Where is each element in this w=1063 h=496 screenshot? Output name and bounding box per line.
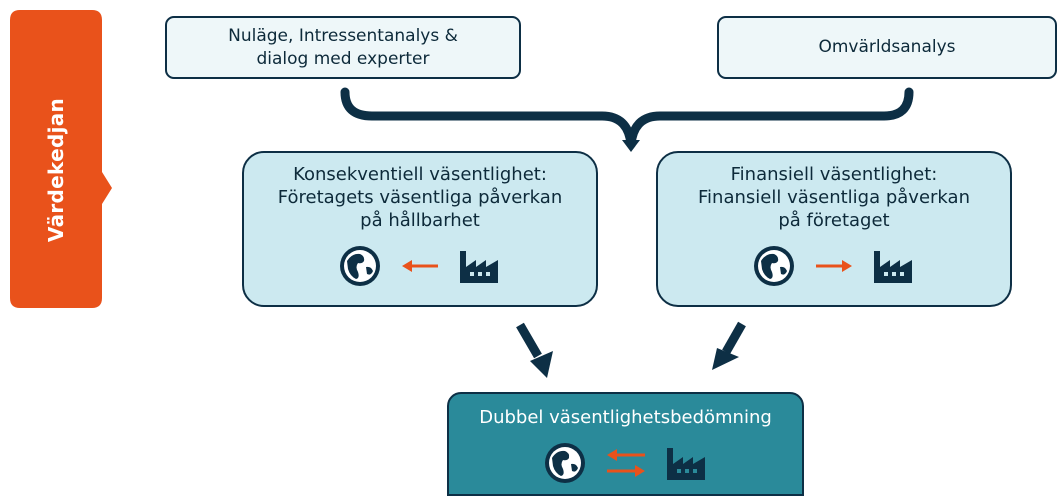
left-down-arrow-shaft: [516, 322, 542, 359]
factory-icon: [874, 251, 912, 283]
arrow-left-icon: [402, 260, 438, 272]
double-materiality-icons: [543, 441, 709, 485]
current-state-analysis-box: Nuläge, Intressentanalys & dialog med ex…: [165, 16, 521, 79]
globe-icon: [754, 246, 794, 286]
double-arrow-icon: [606, 449, 645, 477]
double-materiality-box: Dubbel väsentlighetsbedömning: [447, 392, 804, 496]
factory-icon: [666, 448, 705, 480]
right-down-arrow-head: [712, 348, 739, 370]
consequential-line-2: Företagets väsentliga påverkan: [277, 187, 563, 208]
consequential-line-3: på hållbarhet: [360, 210, 480, 231]
value-chain-tab: Värdekedjan: [10, 10, 112, 308]
current-state-line-2: dialog med experter: [256, 48, 430, 69]
environment-analysis-box: Omvärldsanalys: [717, 16, 1057, 79]
right-down-arrow-shaft: [722, 321, 746, 355]
financial-line-2: Finansiell väsentliga påverkan: [698, 187, 970, 208]
consequential-icons: [338, 244, 502, 288]
brace-arrow-head: [622, 140, 640, 152]
arrow-right-icon: [816, 260, 852, 272]
left-down-arrow-head: [530, 351, 553, 378]
financial-icons: [752, 244, 916, 288]
globe-icon: [340, 246, 380, 286]
value-chain-tab-shape: [10, 10, 112, 308]
consequential-line-1: Konsekventiell väsentlighet:: [293, 164, 547, 185]
globe-icon: [544, 443, 585, 483]
financial-materiality-box: Finansiell väsentlighet: Finansiell väse…: [656, 151, 1012, 307]
financial-line-1: Finansiell väsentlighet:: [730, 164, 938, 185]
environment-analysis-label: Omvärldsanalys: [818, 37, 956, 57]
factory-icon: [460, 251, 498, 283]
consequential-materiality-box: Konsekventiell väsentlighet: Företagets …: [242, 151, 598, 307]
double-materiality-label: Dubbel väsentlighetsbedömning: [479, 407, 772, 428]
current-state-line-1: Nuläge, Intressentanalys &: [228, 25, 458, 46]
merge-brace: [340, 87, 914, 149]
financial-line-3: på företaget: [778, 210, 890, 231]
